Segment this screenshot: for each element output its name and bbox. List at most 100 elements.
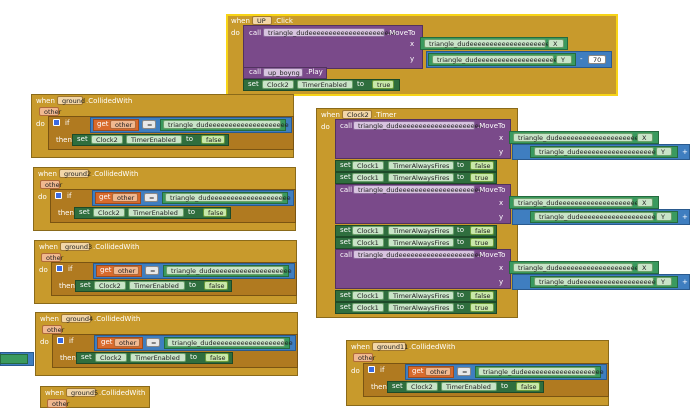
y-prop-dropdown[interactable]: Y: [656, 147, 672, 156]
component-dropdown[interactable]: ground3: [60, 242, 92, 251]
var-dropdown[interactable]: other: [113, 266, 139, 275]
when-label: when: [38, 170, 57, 178]
operator-dropdown[interactable]: =: [142, 120, 156, 129]
prop-dropdown[interactable]: TimerAlwaysFires: [388, 226, 454, 235]
param-other[interactable]: other: [41, 253, 63, 262]
sprite-dropdown[interactable]: triangle_dudeeeeeeeeeeeeeeeeeeeee: [353, 250, 483, 259]
y-prop-dropdown[interactable]: Y: [556, 55, 572, 64]
gear-icon[interactable]: [53, 119, 60, 126]
prop-dropdown[interactable]: TimerEnabled: [441, 382, 497, 391]
component-obj-dropdown[interactable]: triangle_dudeeeeeeeeeeeeeeeeeeee: [163, 120, 289, 129]
y-prop-dropdown[interactable]: Y: [656, 277, 672, 286]
clock-dropdown[interactable]: Clock1: [352, 303, 384, 312]
prop-dropdown[interactable]: TimerAlwaysFires: [388, 161, 454, 170]
component-obj-dropdown[interactable]: triangle_dudeeeeeeeeeeeeeeeeeeee: [166, 266, 292, 275]
prop-dropdown[interactable]: TimerEnabled: [126, 135, 182, 144]
sprite-x-obj-dropdown[interactable]: triangle_dudeeeeeeeeeeeeeeeeeeee: [513, 198, 639, 207]
gear-icon[interactable]: [368, 366, 375, 373]
param-other[interactable]: other: [353, 353, 375, 362]
then-label: then: [59, 282, 75, 290]
false-value[interactable]: false: [470, 226, 494, 235]
y-label: y: [499, 213, 504, 221]
gear-icon[interactable]: [56, 265, 63, 272]
prop-dropdown[interactable]: TimerEnabled: [297, 80, 353, 89]
sprite-dropdown[interactable]: triangle_dudeeeeeeeeeeeeeeeeeeeeee: [263, 28, 397, 37]
y-prop-dropdown[interactable]: Y: [656, 212, 672, 221]
false-value[interactable]: false: [201, 135, 225, 144]
true-value[interactable]: true: [470, 173, 494, 182]
component-dropdown[interactable]: ground11: [372, 342, 408, 351]
component-dropdown[interactable]: ground: [57, 96, 85, 105]
set-label: set: [79, 208, 90, 216]
clock-dropdown[interactable]: Clock1: [352, 238, 384, 247]
false-value[interactable]: false: [470, 161, 494, 170]
clock-dropdown[interactable]: Clock2: [94, 281, 126, 290]
number-70[interactable]: 70: [588, 55, 606, 64]
component-dropdown[interactable]: ground4: [61, 314, 93, 323]
false-value[interactable]: false: [203, 208, 227, 217]
clock-dropdown[interactable]: Clock2: [406, 382, 438, 391]
true-value[interactable]: true: [372, 80, 394, 89]
prop-dropdown[interactable]: TimerEnabled: [130, 353, 186, 362]
clock-dropdown[interactable]: Clock1: [352, 173, 384, 182]
var-dropdown[interactable]: other: [425, 367, 451, 376]
sprite-y-obj-dropdown[interactable]: triangle_dudeeeeeeeeeeeeeeeeeeee: [534, 212, 660, 221]
x-prop-dropdown[interactable]: X: [548, 39, 564, 48]
prop-dropdown[interactable]: TimerAlwaysFires: [388, 303, 454, 312]
false-value[interactable]: false: [204, 281, 228, 290]
clock-dropdown[interactable]: Clock1: [352, 226, 384, 235]
var-dropdown[interactable]: other: [110, 120, 136, 129]
clock-dropdown[interactable]: Clock2: [93, 208, 125, 217]
prop-dropdown[interactable]: TimerAlwaysFires: [388, 238, 454, 247]
component-dropdown[interactable]: ground2: [59, 169, 91, 178]
x-prop-dropdown[interactable]: X: [637, 133, 653, 142]
sound-dropdown[interactable]: up_boyng: [263, 68, 303, 77]
component-dropdown[interactable]: ground5: [66, 388, 98, 397]
sprite-dropdown[interactable]: triangle_dudeeeeeeeeeeeeeeeeeeeee: [353, 121, 483, 130]
sprite-x-obj-dropdown[interactable]: triangle_dudeeeeeeeeeeeeeeeeeeeee: [424, 39, 554, 48]
prop-dropdown[interactable]: TimerEnabled: [128, 208, 184, 217]
operator-dropdown[interactable]: =: [145, 266, 159, 275]
prop-dropdown[interactable]: TimerAlwaysFires: [388, 173, 454, 182]
sprite-x-obj-dropdown[interactable]: triangle_dudeeeeeeeeeeeeeeeeeeee: [513, 133, 639, 142]
sprite-y-obj-dropdown[interactable]: triangle_dudeeeeeeeeeeeeeeeeeeee: [534, 147, 660, 156]
operator-dropdown[interactable]: =: [144, 193, 158, 202]
sprite-x-obj-dropdown[interactable]: triangle_dudeeeeeeeeeeeeeeeeeeee: [513, 263, 639, 272]
component-dropdown[interactable]: Clock2: [342, 110, 372, 119]
if-label: if: [69, 337, 74, 345]
component-obj-dropdown[interactable]: triangle_dudeeeeeeeeeeeeeeeeeeee: [167, 338, 293, 347]
gear-icon[interactable]: [55, 192, 62, 199]
false-value[interactable]: false: [516, 382, 540, 391]
component-obj-dropdown[interactable]: triangle_dudeeeeeeeeeeeeeeeeeeee: [165, 193, 291, 202]
sprite-y-obj-dropdown[interactable]: triangle_dudeeeeeeeeeeeeeeeeeeee: [534, 277, 660, 286]
true-value[interactable]: true: [470, 303, 494, 312]
when-label: when: [351, 343, 370, 351]
clock-dropdown[interactable]: Clock1: [352, 291, 384, 300]
component-dropdown-up[interactable]: UP: [252, 16, 272, 25]
param-other[interactable]: other: [39, 107, 61, 116]
event-name: .Timer: [374, 111, 397, 119]
prop-dropdown[interactable]: TimerEnabled: [129, 281, 185, 290]
clock-dropdown[interactable]: Clock1: [352, 161, 384, 170]
false-value[interactable]: false: [205, 353, 229, 362]
param-other[interactable]: other: [40, 180, 62, 189]
do-label: do: [38, 193, 47, 201]
x-prop-dropdown[interactable]: X: [637, 198, 653, 207]
operator-dropdown[interactable]: =: [457, 367, 471, 376]
clock-dropdown[interactable]: Clock2: [91, 135, 123, 144]
clock-dropdown[interactable]: Clock2: [262, 80, 294, 89]
true-value[interactable]: true: [470, 238, 494, 247]
operator-dropdown[interactable]: =: [146, 338, 160, 347]
param-other[interactable]: other: [42, 325, 64, 334]
false-value[interactable]: false: [470, 291, 494, 300]
sprite-y-obj-dropdown[interactable]: triangle_dudeeeeeeeeeeeeeeeeeeeee: [432, 55, 562, 64]
var-dropdown[interactable]: other: [114, 338, 140, 347]
param-other[interactable]: other: [47, 399, 69, 408]
prop-dropdown[interactable]: TimerAlwaysFires: [388, 291, 454, 300]
component-obj-dropdown[interactable]: triangle_dudeeeeeeeeeeeeeeeeeeee: [478, 367, 604, 376]
sprite-dropdown[interactable]: triangle_dudeeeeeeeeeeeeeeeeeeeee: [353, 185, 483, 194]
clock-dropdown[interactable]: Clock2: [95, 353, 127, 362]
var-dropdown[interactable]: other: [112, 193, 138, 202]
gear-icon[interactable]: [57, 337, 64, 344]
x-prop-dropdown[interactable]: X: [637, 263, 653, 272]
